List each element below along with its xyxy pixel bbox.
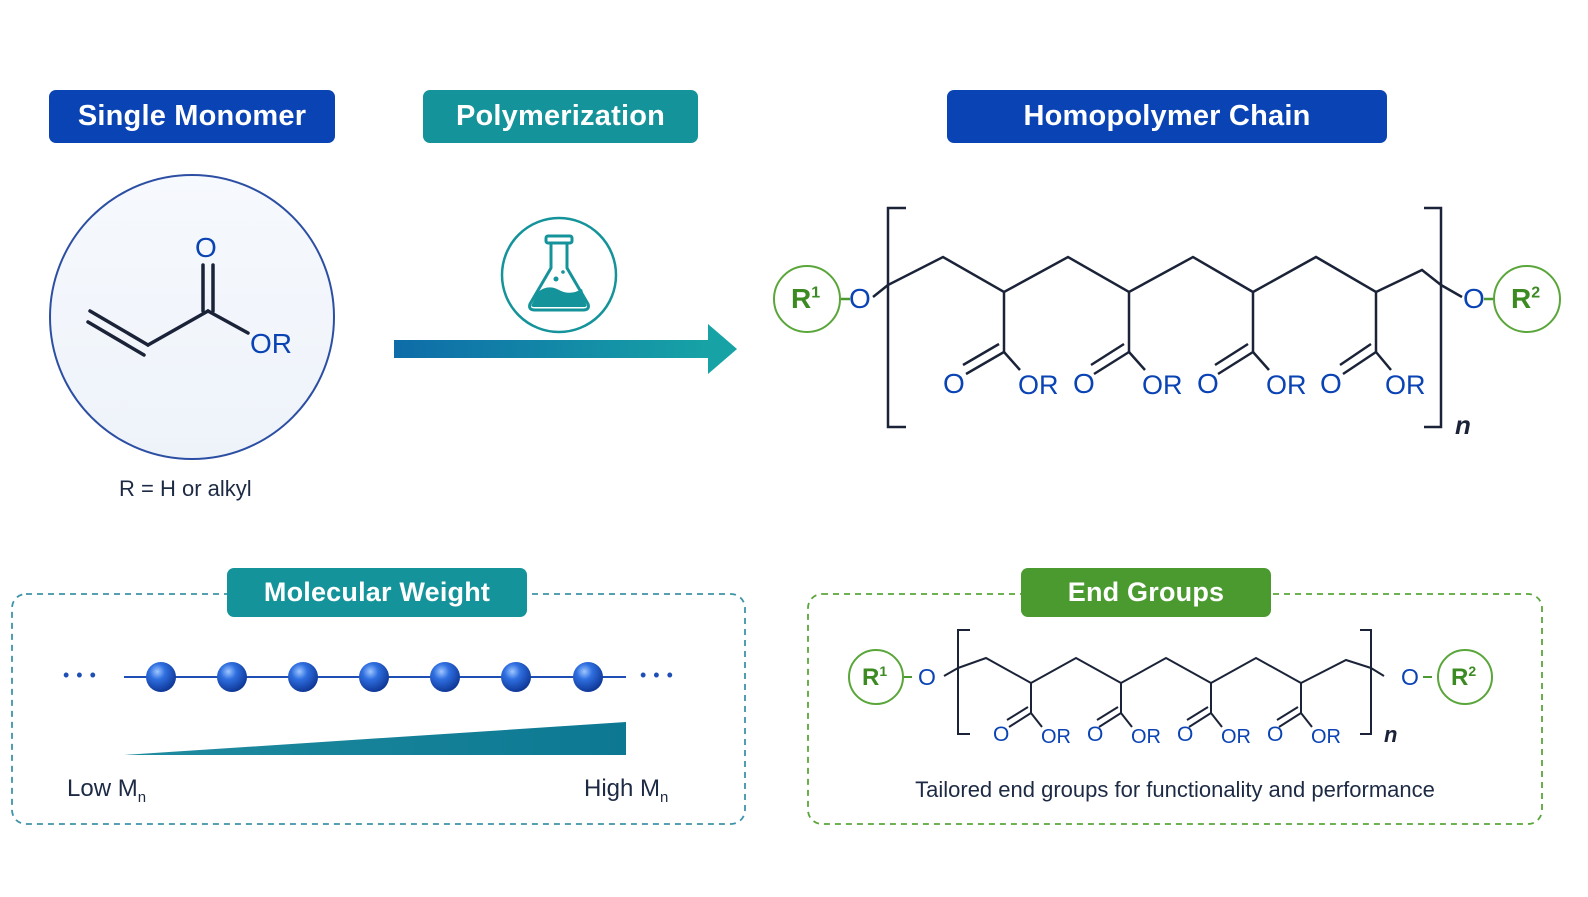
ester-or-3: OR — [1266, 370, 1307, 400]
end-group-left-sup: 1 — [811, 284, 821, 302]
end-group-left: R1 — [791, 283, 820, 315]
eg-ester-or-2: OR — [1131, 726, 1161, 748]
molecular-weight-title: Molecular Weight — [227, 568, 527, 617]
ester-or-1: OR — [1018, 370, 1059, 400]
end-group-left-letter: R — [791, 283, 812, 314]
ellipsis-left: • • • — [63, 665, 97, 685]
carbonyl-o-3: O — [1197, 368, 1219, 399]
linker-o-left: O — [849, 283, 871, 314]
eg-end-group-right-letter: R — [1451, 664, 1469, 691]
low-mn-sub: n — [137, 788, 147, 806]
monomer-ester-group: OR — [250, 328, 292, 359]
eg-linker-o-left: O — [918, 664, 936, 690]
homopolymer-title: Homopolymer Chain — [947, 90, 1387, 143]
linker-o-right: O — [1463, 283, 1485, 314]
high-mn-label: High Mn — [584, 775, 668, 806]
eg-ester-or-3: OR — [1221, 726, 1251, 748]
carbonyl-o-1: O — [943, 368, 965, 399]
eg-carbonyl-o-3: O — [1177, 723, 1194, 746]
low-mn-label: Low Mn — [67, 775, 146, 806]
eg-end-group-left-sup: 1 — [879, 663, 888, 679]
eg-ester-or-4: OR — [1311, 726, 1341, 748]
eg-end-group-left: R1 — [862, 663, 887, 692]
eg-end-group-right-sup: 2 — [1468, 663, 1477, 679]
monomer-carbonyl-o: O — [195, 232, 217, 263]
eg-end-group-right: R2 — [1451, 663, 1476, 692]
end-groups-title: End Groups — [1021, 568, 1271, 617]
end-group-right: R2 — [1511, 283, 1540, 315]
monomer-circle — [49, 174, 335, 460]
monomer-title: Single Monomer — [49, 90, 335, 143]
eg-carbonyl-o-1: O — [993, 723, 1010, 746]
eg-carbonyl-o-4: O — [1267, 723, 1284, 746]
end-groups-caption: Tailored end groups for functionality an… — [915, 777, 1435, 802]
monomer-r-definition: R = H or alkyl — [119, 476, 252, 501]
end-group-right-sup: 2 — [1531, 284, 1541, 302]
eg-end-group-left-letter: R — [862, 664, 880, 691]
ester-or-4: OR — [1385, 370, 1426, 400]
polymerization-title: Polymerization — [423, 90, 698, 143]
low-mn-text: Low M — [67, 775, 138, 802]
high-mn-sub: n — [660, 788, 669, 806]
eg-ester-or-1: OR — [1041, 726, 1071, 748]
eg-linker-o-right: O — [1401, 664, 1419, 690]
end-group-right-letter: R — [1511, 283, 1532, 314]
ester-or-2: OR — [1142, 370, 1183, 400]
ellipsis-right: • • • — [640, 665, 674, 685]
carbonyl-o-4: O — [1320, 368, 1342, 399]
eg-repeat-subscript: n — [1384, 722, 1398, 747]
high-mn-text: High M — [584, 775, 661, 802]
repeat-subscript: n — [1455, 410, 1471, 440]
carbonyl-o-2: O — [1073, 368, 1095, 399]
eg-carbonyl-o-2: O — [1087, 723, 1104, 746]
